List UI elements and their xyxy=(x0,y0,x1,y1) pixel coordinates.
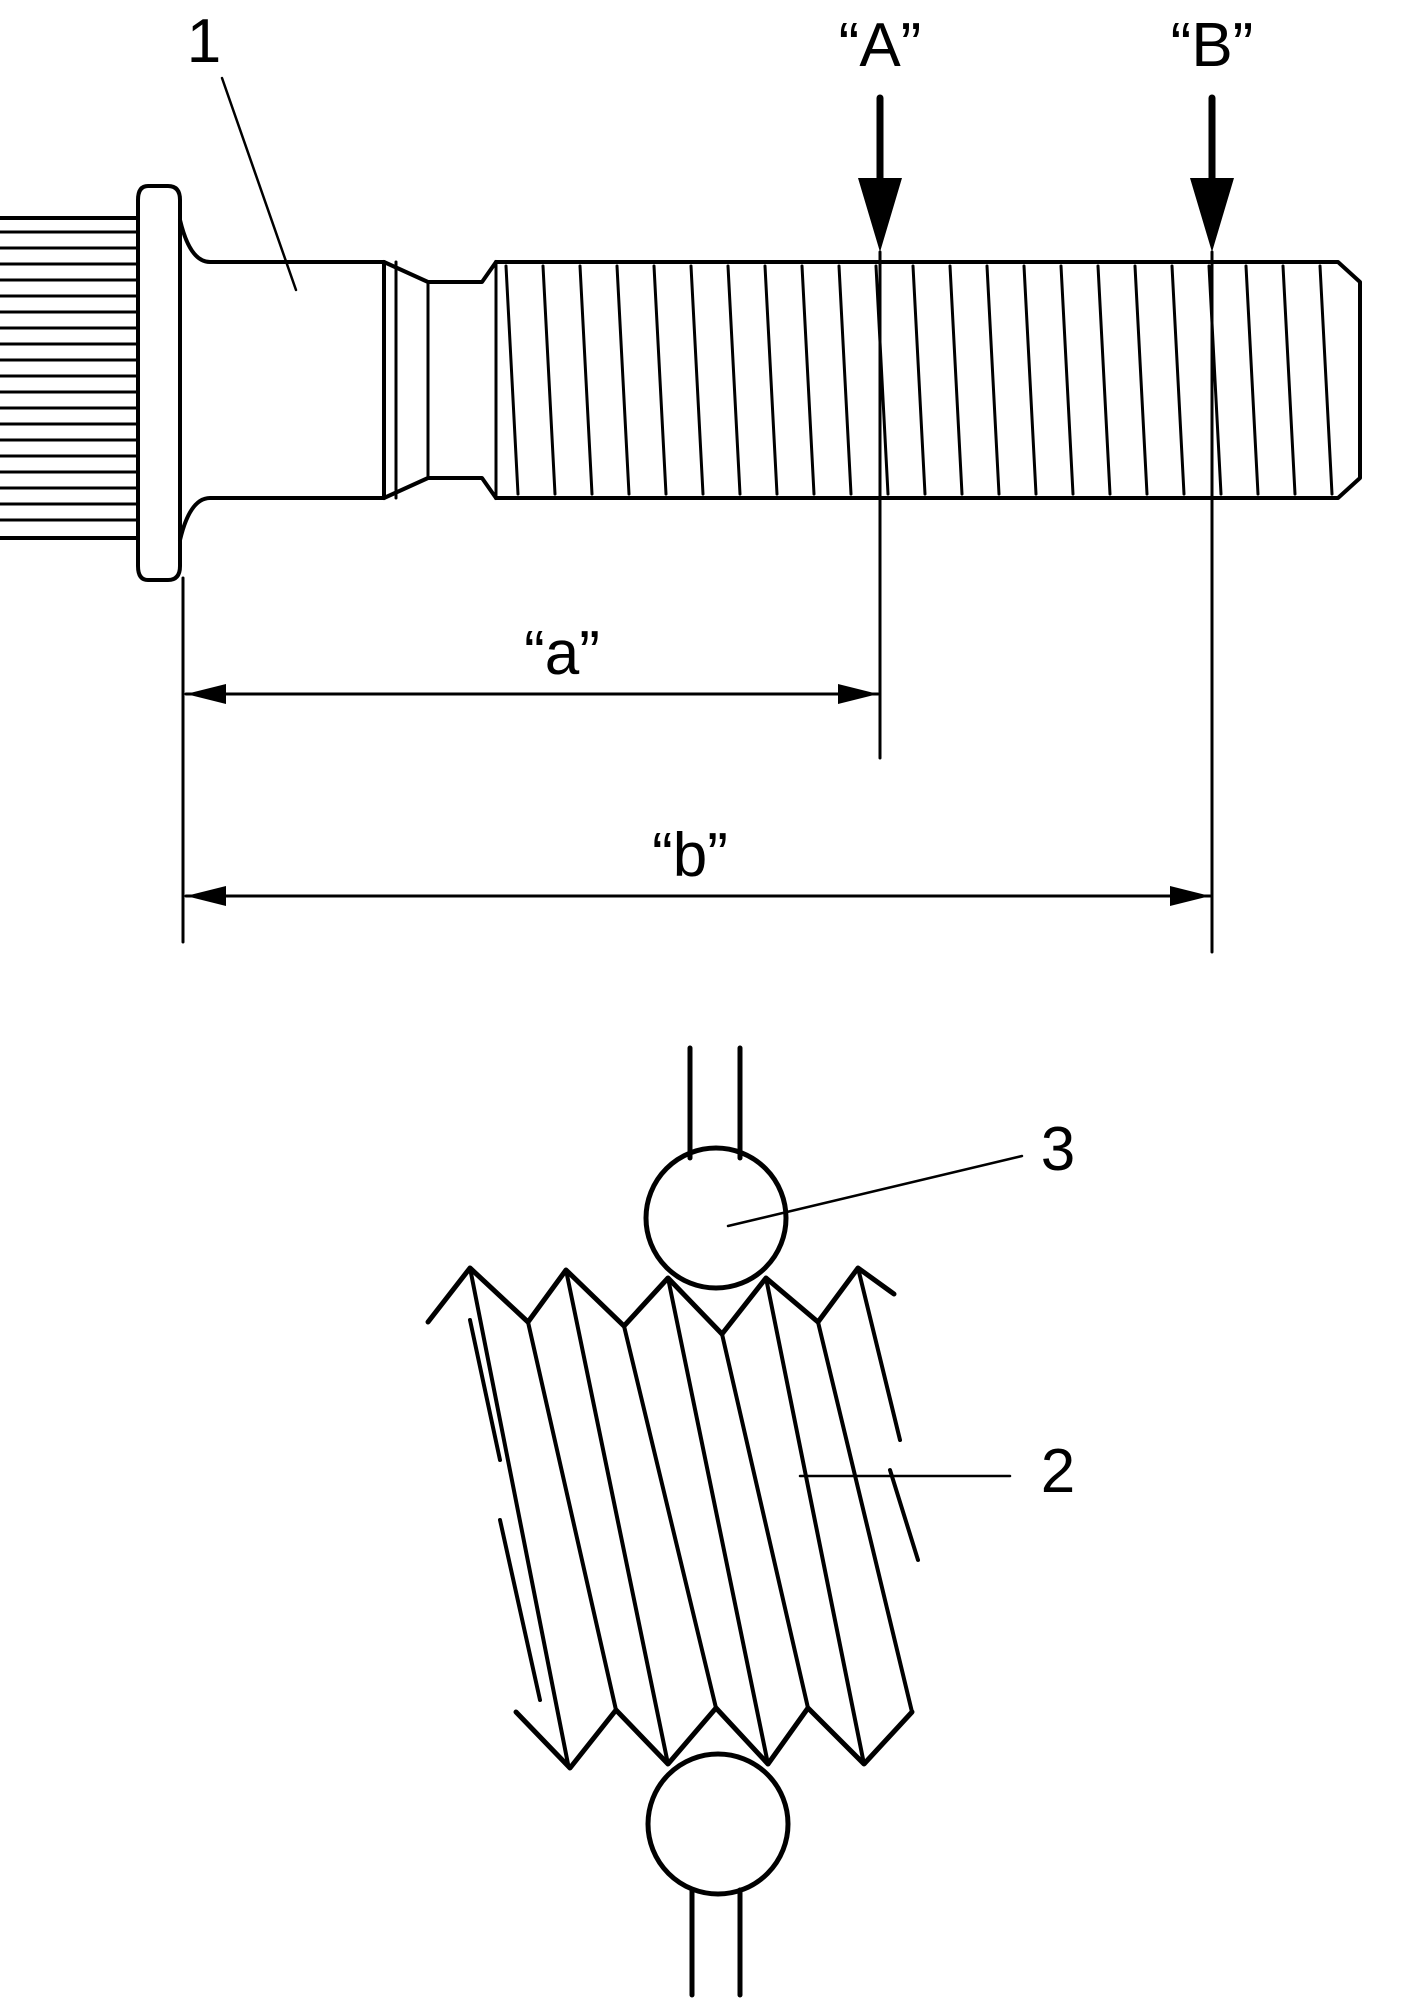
thread-line xyxy=(726,264,742,496)
arrow-down-icon xyxy=(1190,178,1234,252)
dimension-a: “a” xyxy=(181,576,880,944)
label-part-3: 3 xyxy=(1041,1115,1075,1184)
thread-line xyxy=(1244,264,1260,496)
stud-shoulder xyxy=(178,218,386,542)
threaded-shank xyxy=(494,260,1362,500)
thread-line xyxy=(911,264,927,496)
label-dim-b: “b” xyxy=(652,821,728,890)
thread-line xyxy=(948,264,964,496)
thread-line xyxy=(1096,264,1112,496)
label-point-a: “A” xyxy=(839,11,922,80)
stud-neck xyxy=(382,260,498,500)
dim-arrow-left-icon xyxy=(186,886,226,906)
thread-flank-line xyxy=(498,1518,542,1702)
thread-detail: 3 2 xyxy=(425,1045,1075,1998)
thread-flank-line xyxy=(764,1276,866,1766)
thread-flank-line xyxy=(888,1468,920,1562)
knurled-head xyxy=(0,216,140,540)
thread-line xyxy=(763,264,779,496)
thread-profile-top xyxy=(425,1265,897,1337)
callout-3: 3 xyxy=(726,1115,1075,1228)
thread-line xyxy=(1318,264,1334,496)
thread-line xyxy=(874,264,890,496)
thread-line xyxy=(578,264,594,496)
arrow-down-icon xyxy=(858,178,902,252)
thread-lines xyxy=(504,264,1334,496)
stud-flange xyxy=(136,184,182,582)
thread-flank-line xyxy=(564,1268,670,1766)
callout-2: 2 xyxy=(798,1437,1075,1506)
thread-line xyxy=(1133,264,1149,496)
dim-arrow-right-icon xyxy=(838,684,878,704)
thread-line xyxy=(985,264,1001,496)
dim-arrow-right-icon xyxy=(1170,886,1210,906)
thread-line xyxy=(837,264,853,496)
thread-flank-line xyxy=(816,1320,914,1714)
label-dim-a: “a” xyxy=(524,619,600,688)
thread-flank-line xyxy=(526,1320,618,1712)
label-part-1: 1 xyxy=(187,7,221,76)
thread-line xyxy=(615,264,631,496)
dim-arrow-left-icon xyxy=(186,684,226,704)
measure-point-a: “A” xyxy=(839,11,922,760)
callout-1: 1 xyxy=(187,7,298,292)
label-part-2: 2 xyxy=(1041,1437,1075,1506)
measuring-ball-top xyxy=(643,1145,789,1291)
thread-flank-line xyxy=(468,1318,502,1462)
thread-line xyxy=(689,264,705,496)
measuring-ball-bottom xyxy=(645,1751,791,1897)
thread-line xyxy=(800,264,816,496)
thread-line xyxy=(1022,264,1038,496)
thread-flank-line xyxy=(666,1276,770,1766)
label-point-b: “B” xyxy=(1171,11,1254,80)
thread-line xyxy=(1281,264,1297,496)
thread-line xyxy=(504,264,520,496)
thread-line xyxy=(541,264,557,496)
thread-line xyxy=(1170,264,1186,496)
thread-flank-line xyxy=(622,1324,718,1710)
thread-line xyxy=(1059,264,1075,496)
thread-flank-line xyxy=(720,1332,810,1710)
thread-flank-line xyxy=(856,1266,902,1442)
wheel-stud xyxy=(0,184,1362,582)
measure-point-b: “B” xyxy=(1171,11,1254,954)
dimension-b: “b” xyxy=(184,821,1212,906)
thread-flank-line xyxy=(468,1266,570,1766)
thread-line xyxy=(652,264,668,496)
